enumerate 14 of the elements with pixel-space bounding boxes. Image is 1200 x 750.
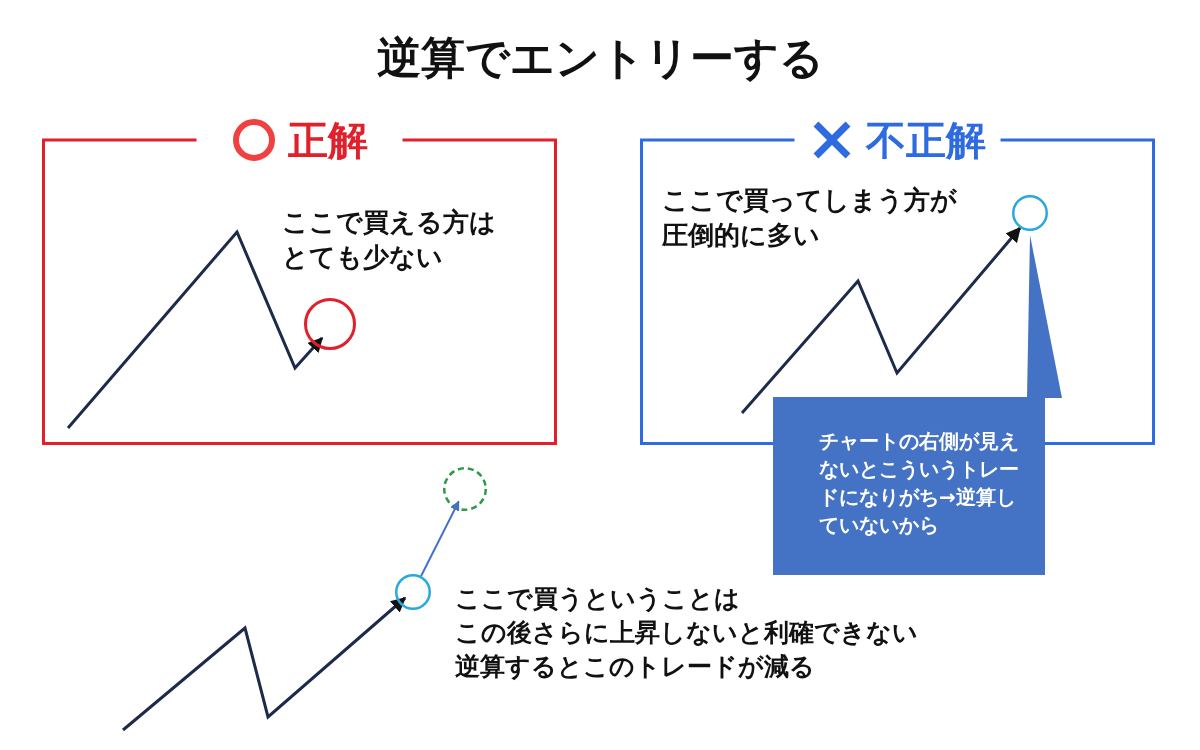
annotation-text: ここで買える方はとても少ない: [282, 206, 497, 275]
annotation-text: 逆算するとこのトレードが減る: [455, 650, 816, 683]
arrow: [420, 500, 460, 577]
title: 逆算でエントリーする: [375, 31, 825, 85]
price-chart-arrow: [66, 229, 324, 429]
annotation-text: ここで買うということは: [455, 583, 741, 615]
callout-box: チャートの右側が見えないとこういうトレードになりがち→逆算していないから: [773, 397, 1045, 575]
callout-pointer: [1027, 235, 1062, 398]
panel-heading: 不正解: [865, 116, 986, 164]
panel-heading: 正解: [287, 116, 368, 164]
price-chart-arrow: [122, 596, 407, 732]
annotation-text: この後さらに上昇しないと利確できない: [455, 616, 918, 649]
annotation-text: ここで買ってしまう方が圧倒的に多い: [662, 184, 958, 253]
price-chart-arrow: [740, 226, 1022, 414]
